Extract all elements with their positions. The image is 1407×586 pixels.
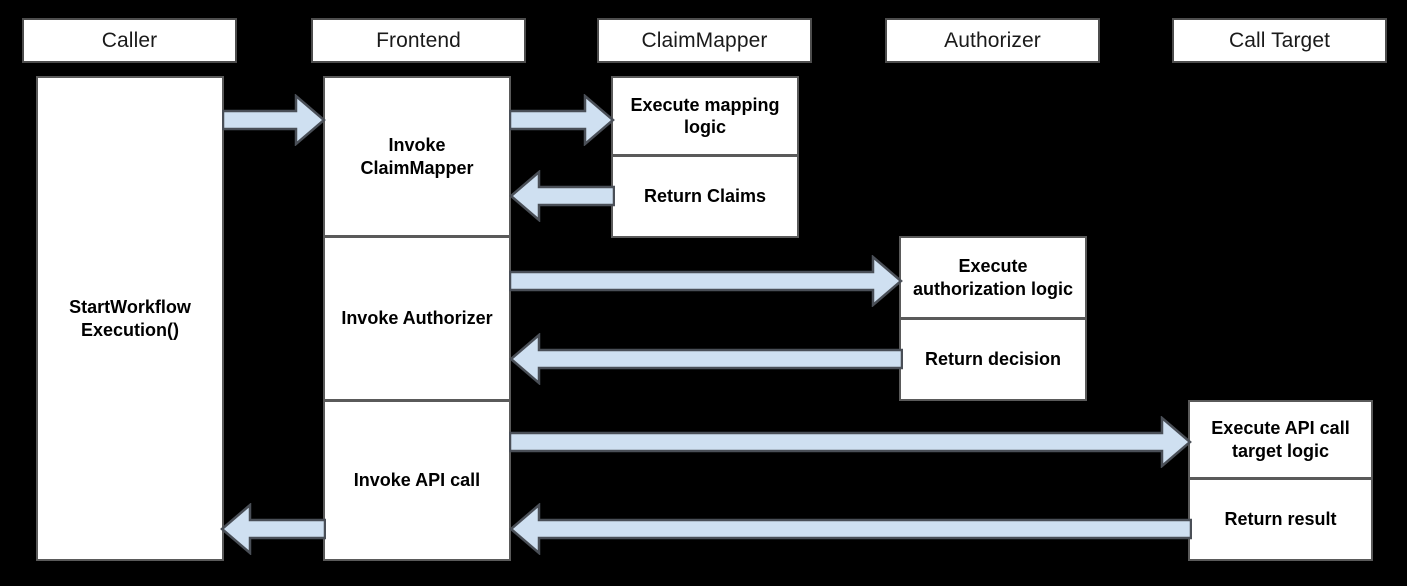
activity-return-claims-label: Return Claims	[643, 186, 767, 207]
activity-invoke-authorizer-label: Invoke Authorizer	[341, 308, 493, 329]
arrow-call-target-to-frontend	[509, 503, 1192, 555]
arrow-claimmapper-to-frontend	[509, 170, 615, 222]
lane-header-frontend: Frontend	[311, 18, 526, 63]
activity-start-workflow-execution: StartWorkflow Execution()	[36, 76, 224, 561]
activity-return-claims: Return Claims	[611, 155, 799, 238]
lane-header-caller: Caller	[22, 18, 237, 63]
arrow-frontend-to-authorizer	[509, 255, 903, 307]
activity-invoke-authorizer: Invoke Authorizer	[323, 236, 511, 401]
arrow-caller-to-frontend	[222, 94, 326, 146]
activity-execute-authorization-logic: Execute authorization logic	[899, 236, 1087, 319]
lane-header-call-target-label: Call Target	[1228, 28, 1331, 52]
lane-header-frontend-label: Frontend	[376, 28, 461, 52]
activity-return-decision: Return decision	[899, 318, 1087, 401]
lane-header-claimmapper-label: ClaimMapper	[641, 28, 768, 52]
lane-header-caller-label: Caller	[101, 28, 158, 52]
activity-invoke-api-call: Invoke API call	[323, 400, 511, 561]
lane-header-claimmapper: ClaimMapper	[597, 18, 812, 63]
arrow-frontend-to-caller	[220, 503, 326, 555]
activity-invoke-claimmapper: Invoke ClaimMapper	[323, 76, 511, 237]
arrow-frontend-to-claimmapper	[509, 94, 615, 146]
lane-header-authorizer: Authorizer	[885, 18, 1100, 63]
activity-execute-authorization-logic-label: Execute authorization logic	[913, 256, 1073, 299]
activity-return-result-label: Return result	[1224, 509, 1337, 530]
lane-header-call-target: Call Target	[1172, 18, 1387, 63]
arrow-frontend-to-call-target	[509, 416, 1192, 468]
activity-return-decision-label: Return decision	[924, 349, 1062, 370]
activity-execute-mapping-logic: Execute mapping logic	[611, 76, 799, 156]
activity-invoke-api-call-label: Invoke API call	[353, 470, 481, 491]
activity-execute-api-call-target-logic: Execute API call target logic	[1188, 400, 1373, 479]
lane-header-authorizer-label: Authorizer	[944, 28, 1041, 52]
activity-execute-api-call-target-logic-label: Execute API call target logic	[1211, 418, 1350, 461]
activity-return-result: Return result	[1188, 478, 1373, 561]
activity-start-workflow-execution-label: StartWorkflow Execution()	[69, 297, 191, 340]
activity-invoke-claimmapper-label: Invoke ClaimMapper	[360, 135, 474, 178]
activity-execute-mapping-logic-label: Execute mapping logic	[630, 94, 780, 138]
arrow-authorizer-to-frontend	[509, 333, 903, 385]
